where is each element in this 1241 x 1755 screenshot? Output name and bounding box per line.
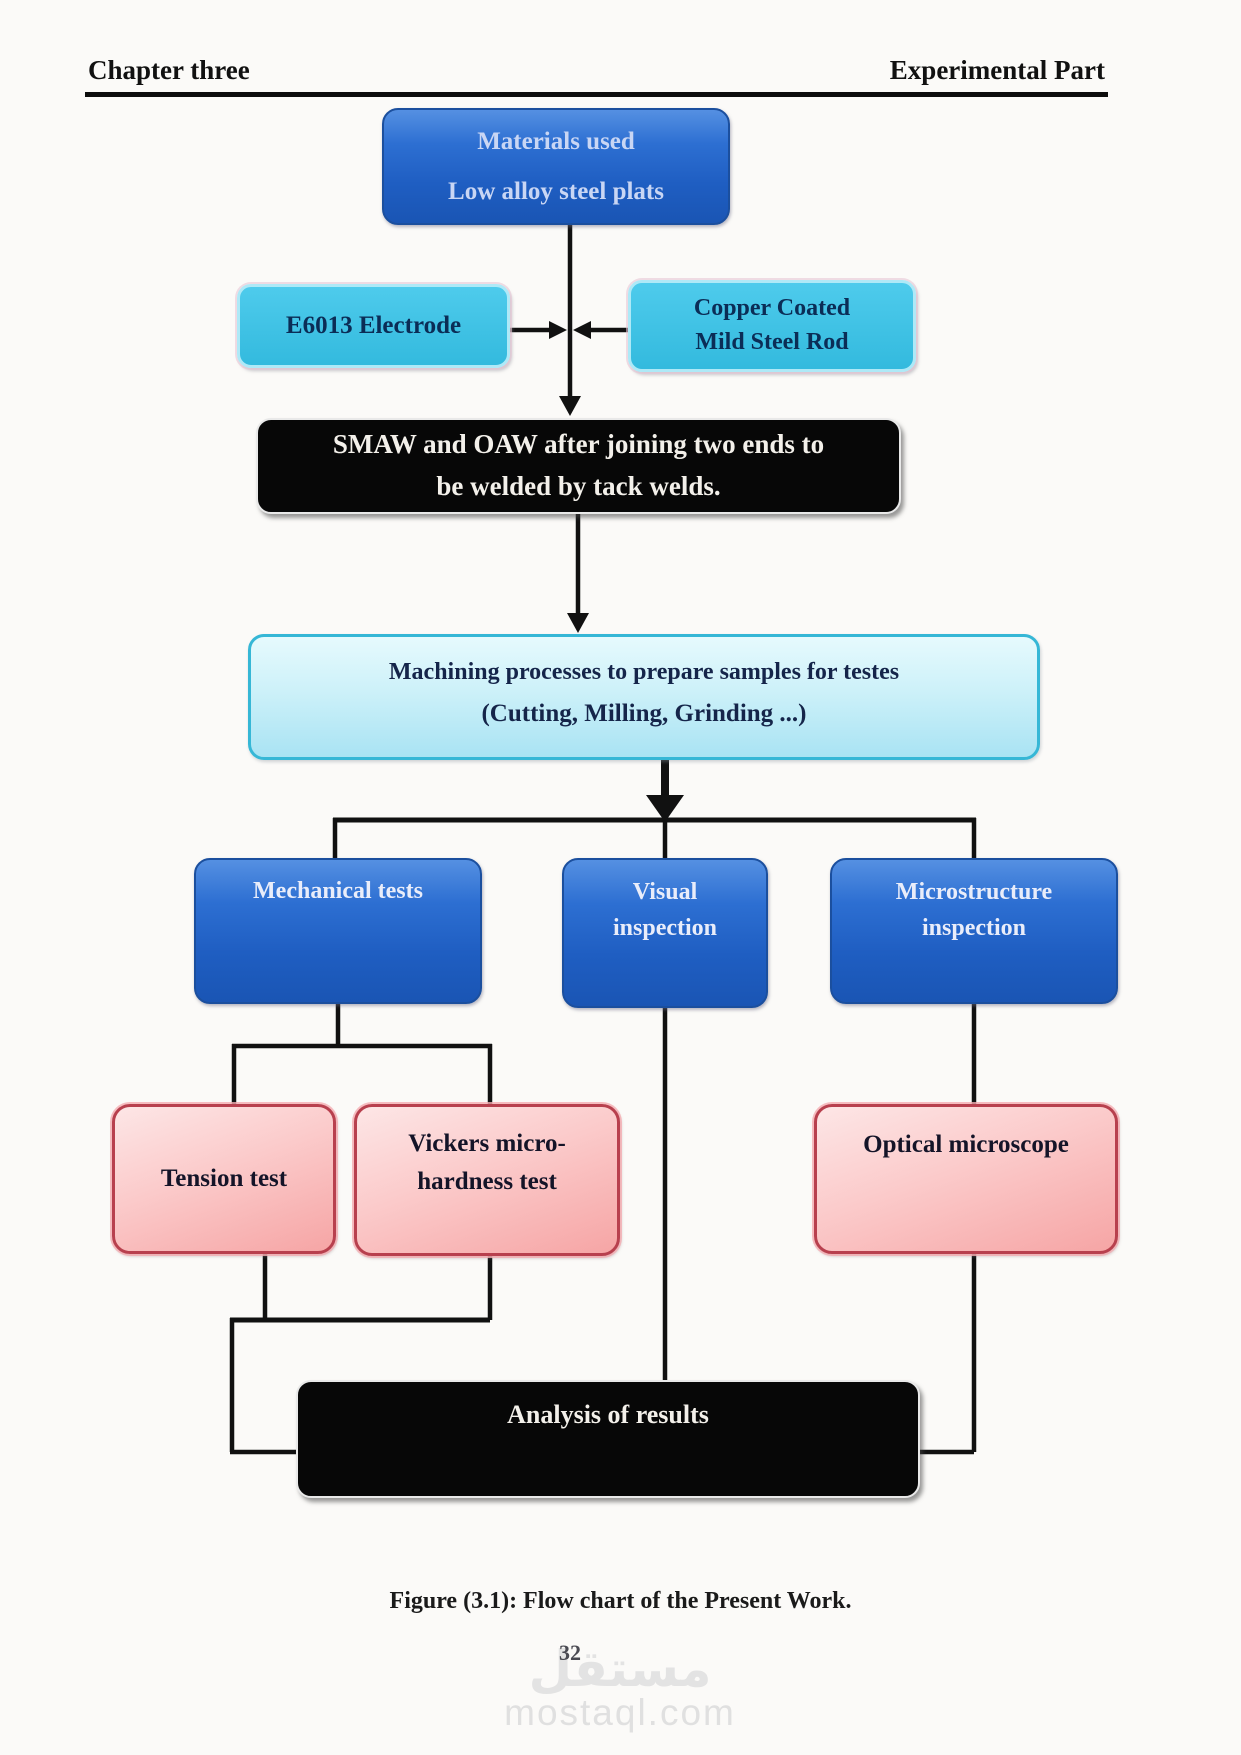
node-materials: Materials used Low alloy steel plats [382, 108, 730, 225]
visual-line1: Visual [632, 879, 698, 905]
node-analysis: Analysis of results [296, 1380, 920, 1498]
header-section: Experimental Part [889, 55, 1105, 85]
node-optical-microscope: Optical microscope [814, 1104, 1118, 1254]
materials-line2: Low alloy steel plats [448, 177, 664, 205]
node-mechanical-tests: Mechanical tests [194, 858, 482, 1004]
smaw-line2: be welded by tack welds. [436, 471, 721, 501]
tension-test-label: Tension test [160, 1165, 288, 1192]
materials-line1: Materials used [477, 127, 635, 155]
node-vickers-test: Vickers micro- hardness test [354, 1104, 620, 1256]
copper-line1: Copper Coated [693, 295, 851, 322]
arrowhead-copper-rod [573, 321, 591, 339]
header-rule [85, 92, 1108, 97]
node-machining: Machining processes to prepare samples f… [248, 634, 1040, 760]
optical-microscope-label: Optical microscope [863, 1131, 1069, 1158]
arrowhead-machining [567, 613, 589, 633]
electrode-label: E6013 Electrode [285, 312, 462, 339]
node-microstructure-inspection: Microstructure inspection [830, 858, 1118, 1004]
node-copper-rod: Copper Coated Mild Steel Rod [628, 280, 916, 372]
smaw-line1: SMAW and OAW after joining two ends to [332, 429, 825, 460]
watermark: مستقل mostaql.com [410, 1644, 830, 1733]
thick-arrow-stem [661, 758, 669, 800]
node-smaw: SMAW and OAW after joining two ends to b… [256, 418, 901, 514]
figure-caption: Figure (3.1): Flow chart of the Present … [389, 1588, 852, 1614]
watermark-logo: مستقل [528, 1641, 712, 1697]
mechanical-tests-label: Mechanical tests [253, 878, 423, 904]
vickers-line1: Vickers micro- [408, 1130, 566, 1157]
visual-line2: inspection [612, 915, 717, 941]
machining-line2: (Cutting, Milling, Grinding ...) [481, 699, 807, 727]
vickers-line2: hardness test [417, 1167, 557, 1195]
node-electrode: E6013 Electrode [237, 284, 510, 368]
node-tension-test: Tension test [112, 1104, 336, 1254]
page-number: 32 [559, 1640, 581, 1665]
thick-arrowhead [646, 795, 684, 822]
arrowhead-smaw [559, 396, 581, 416]
watermark-domain: mostaql.com [504, 1692, 736, 1733]
microstructure-line2: inspection [921, 915, 1026, 941]
machining-line1: Machining processes to prepare samples f… [388, 659, 900, 685]
arrowhead-electrode [549, 321, 567, 339]
node-visual-inspection: Visual inspection [562, 858, 768, 1008]
copper-line2: Mild Steel Rod [695, 329, 849, 355]
microstructure-line1: Microstructure [895, 879, 1053, 905]
header-chapter: Chapter three [88, 55, 250, 85]
analysis-label: Analysis of results [507, 1400, 709, 1429]
